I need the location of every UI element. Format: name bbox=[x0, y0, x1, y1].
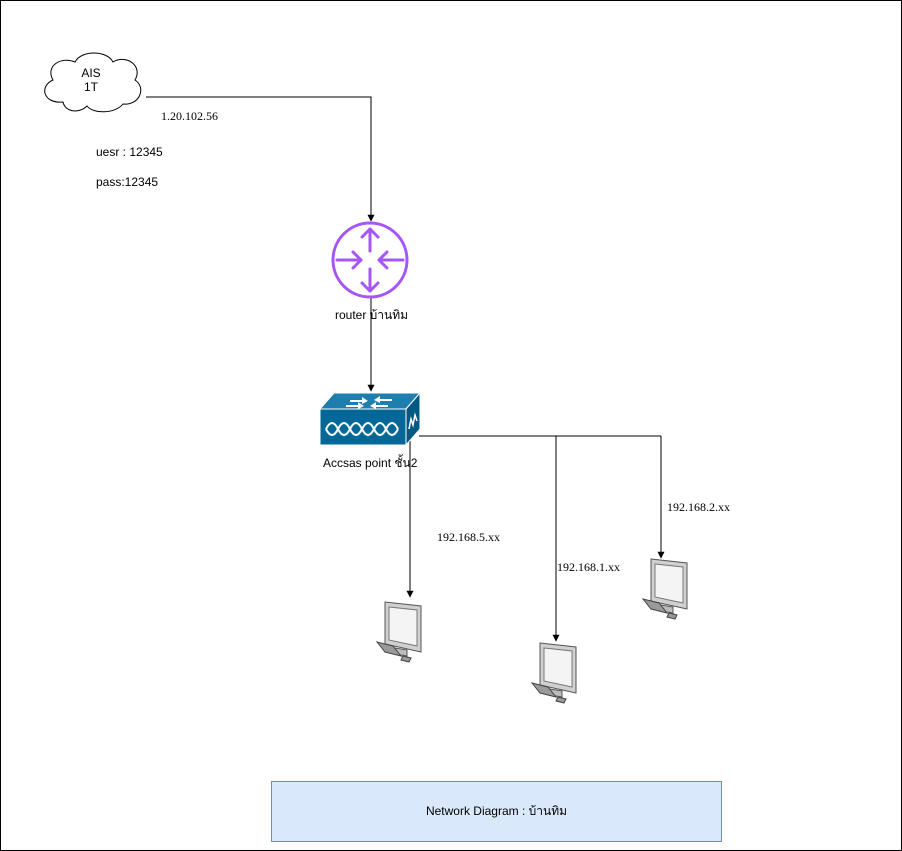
computer-3-ip: 192.168.2.xx bbox=[667, 500, 730, 514]
wan-ip-label: 1.20.102.56 bbox=[161, 109, 218, 123]
switch-label: Accsas point ชั้น2 bbox=[323, 456, 418, 470]
computer-icon[interactable] bbox=[639, 557, 689, 621]
link-cloud-router bbox=[146, 96, 375, 222]
computer-1 bbox=[375, 601, 422, 663]
cloud-icon[interactable] bbox=[35, 46, 149, 116]
computer-2-ip: 192.168.1.xx bbox=[557, 560, 620, 574]
router-icon[interactable] bbox=[331, 221, 409, 299]
computer-icon[interactable] bbox=[373, 600, 423, 664]
computer-2 bbox=[530, 642, 577, 704]
cloud-label: AIS 1T bbox=[56, 66, 126, 94]
cloud-line-1: AIS bbox=[81, 66, 101, 80]
computer-1-ip: 192.168.5.xx bbox=[437, 530, 500, 544]
cloud-line-2: 1T bbox=[83, 80, 98, 94]
diagram-caption-box[interactable]: Network Diagram : บ้านทิม bbox=[271, 781, 722, 842]
switch-icon[interactable] bbox=[320, 391, 420, 447]
computer-3 bbox=[641, 558, 688, 620]
computer-icon[interactable] bbox=[528, 641, 578, 705]
password-label: pass:12345 bbox=[96, 175, 159, 189]
username-label: uesr : 12345 bbox=[96, 145, 163, 159]
diagram-caption: Network Diagram : บ้านทิม bbox=[425, 804, 568, 818]
router-label: router บ้านทิม bbox=[335, 308, 409, 322]
